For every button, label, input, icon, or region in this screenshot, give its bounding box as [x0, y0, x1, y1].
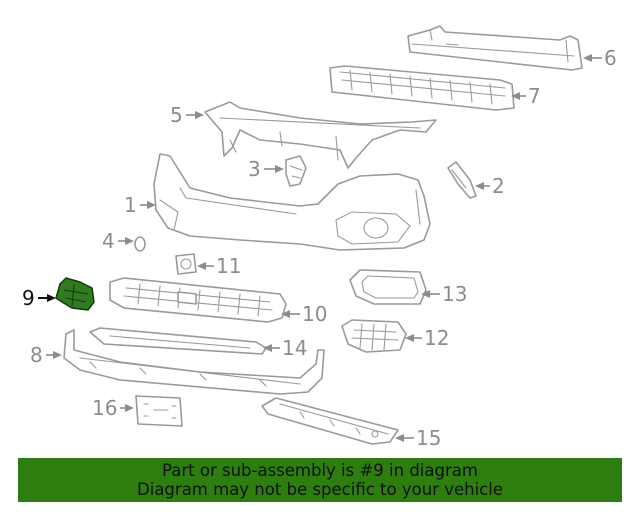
- callout-2: 2: [475, 174, 505, 198]
- callout-16-label: 16: [92, 396, 117, 420]
- callout-10: 10: [281, 302, 327, 326]
- callout-16: 16: [92, 396, 134, 420]
- part-7-energy-absorber[interactable]: [329, 65, 515, 111]
- callout-3: 3: [248, 157, 284, 181]
- part-5-upper-support[interactable]: [204, 101, 437, 169]
- callout-5-label: 5: [170, 103, 183, 127]
- callout-13-label: 13: [442, 282, 467, 306]
- callout-12-label: 12: [424, 326, 449, 350]
- callout-1-label: 1: [124, 193, 137, 217]
- callout-9-highlighted: 9: [22, 286, 56, 310]
- part-2-side-trim[interactable]: [447, 161, 477, 199]
- callout-7: 7: [511, 84, 541, 108]
- callout-10-label: 10: [302, 302, 327, 326]
- callout-15-label: 15: [416, 426, 441, 450]
- callout-14-label: 14: [282, 336, 307, 360]
- footer-line-1: Part or sub-assembly is #9 in diagram: [162, 461, 478, 480]
- callout-4: 4: [102, 229, 134, 253]
- callout-8-label: 8: [30, 343, 43, 367]
- callout-6: 6: [583, 46, 617, 70]
- callout-14: 14: [263, 336, 307, 360]
- callout-11-label: 11: [216, 254, 241, 278]
- part-13-fog-bezel[interactable]: [349, 269, 427, 305]
- callout-7-label: 7: [528, 84, 541, 108]
- callout-15: 15: [395, 426, 441, 450]
- footer-banner: Part or sub-assembly is #9 in diagram Di…: [18, 458, 622, 502]
- part-14-trim-strip[interactable]: [89, 327, 267, 355]
- callout-3-label: 3: [248, 157, 261, 181]
- part-8-lower-fascia[interactable]: [63, 329, 325, 395]
- callout-8: 8: [30, 343, 62, 367]
- part-12-fog-grille[interactable]: [341, 319, 407, 353]
- part-9-bracket-highlighted[interactable]: [55, 277, 95, 311]
- parts-diagram: 6 7 5 3 2 1 4 11 9 1: [22, 25, 617, 450]
- part-10-grille[interactable]: [109, 277, 287, 323]
- callout-6-label: 6: [604, 46, 617, 70]
- callout-5: 5: [170, 103, 204, 127]
- part-1-bumper-cover[interactable]: [153, 153, 431, 251]
- callout-4-label: 4: [102, 229, 115, 253]
- part-4-clip[interactable]: [134, 236, 146, 252]
- part-15-skid-plate[interactable]: [261, 397, 399, 445]
- callout-2-label: 2: [492, 174, 505, 198]
- part-11-cap[interactable]: [175, 253, 197, 275]
- callout-12: 12: [405, 326, 449, 350]
- callout-11: 11: [197, 254, 241, 278]
- callout-9-label: 9: [22, 286, 35, 310]
- footer-line-2: Diagram may not be specific to your vehi…: [137, 480, 503, 499]
- callout-1: 1: [124, 193, 156, 217]
- part-3-bracket[interactable]: [285, 155, 307, 187]
- part-16-license-bracket[interactable]: [135, 395, 183, 427]
- callout-13: 13: [421, 282, 467, 306]
- part-6-impact-bar[interactable]: [407, 25, 583, 71]
